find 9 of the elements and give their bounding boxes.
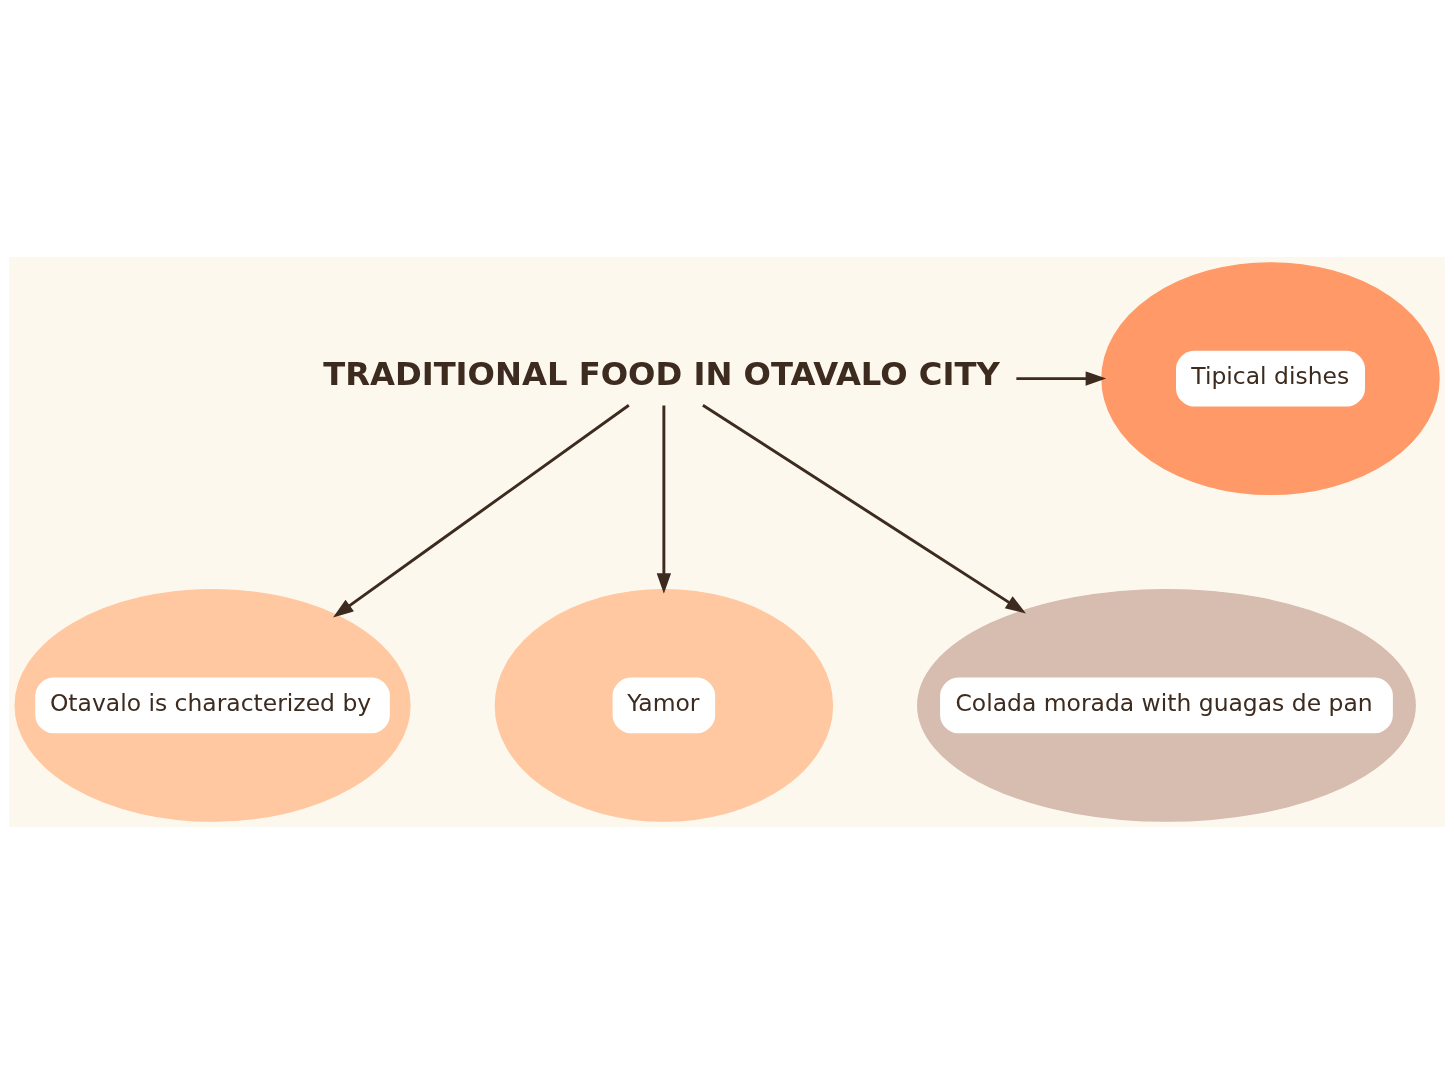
node-ellipse: Tipical dishes [1101, 262, 1440, 496]
arrow [333, 404, 630, 618]
arrow [702, 404, 1026, 614]
arrow [1016, 371, 1107, 386]
node-ellipse: Colada morada with guagas de pan [917, 588, 1416, 822]
arrow [656, 405, 672, 594]
node-ellipse: Yamor [494, 588, 834, 822]
node-text: TRADITIONAL FOOD IN OTAVALO CITY [323, 355, 1000, 394]
node-ellipse: Otavalo is characterized by [14, 588, 411, 822]
